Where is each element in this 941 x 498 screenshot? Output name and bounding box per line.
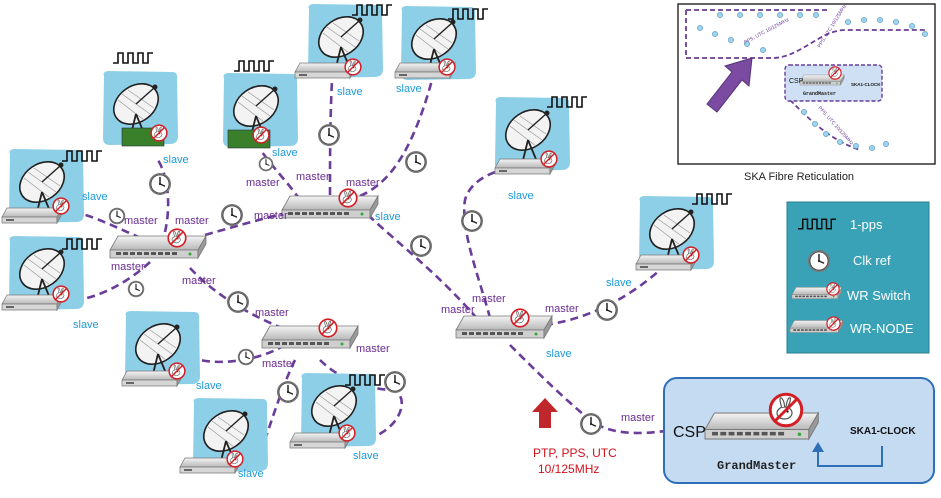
ptp-note-line2: 10/125MHz (538, 462, 599, 476)
master-label: master (175, 215, 209, 227)
slave-label: slave (196, 380, 222, 392)
link-sw2-sw4 (367, 214, 481, 323)
wr-switch-1 (109, 228, 207, 259)
legend-pps-label: 1-pps (850, 217, 883, 232)
antenna-node-right-2 (635, 193, 733, 271)
slave-label: slave (508, 190, 534, 202)
antenna-node-bottom-mid (179, 397, 269, 474)
antenna-node-pcb-left (102, 52, 179, 147)
legend-node-label: WR-NODE (850, 321, 914, 336)
master-label: master (545, 303, 579, 315)
gm-csp-label: CSP (673, 424, 706, 441)
antenna-node-right-1 (494, 96, 588, 175)
master-label: master (262, 358, 296, 370)
master-label: master (296, 171, 330, 183)
clock-icon (807, 249, 831, 273)
master-label: master (111, 261, 145, 273)
master-label: master (246, 177, 280, 189)
ptp-note-line1: PTP, PPS, UTC (533, 446, 617, 460)
inset-caption: SKA Fibre Reticulation (744, 171, 854, 183)
clock-icon (127, 280, 145, 298)
antenna-node-pcb-mid (222, 60, 299, 149)
clock-icon (317, 123, 341, 147)
master-label: master (124, 215, 158, 227)
clock-icon (108, 207, 126, 225)
antenna-node-bottom-right (289, 372, 386, 449)
master-label: master (472, 293, 506, 305)
clock-icon (276, 380, 300, 404)
slave-label: slave (546, 348, 572, 360)
slave-label: slave (353, 450, 379, 462)
clock-icon (460, 209, 484, 233)
clock-icon (148, 172, 172, 196)
link-sw1-sw2 (204, 208, 301, 237)
wr-switch-3 (261, 318, 359, 349)
inset-clock-label: SKA1-CLOCK (851, 82, 881, 87)
antenna-node-bottom-left (121, 310, 201, 387)
legend-clk-label: Clk ref (853, 253, 891, 268)
antenna-node-left-top (1, 148, 103, 224)
clock-icon (409, 234, 433, 258)
clock-icon (220, 203, 244, 227)
antenna-node-left-bottom (1, 235, 103, 311)
legend-switch-label: WR Switch (847, 288, 911, 303)
ptp-arrow (532, 398, 558, 428)
clock-icon (237, 348, 255, 366)
clock-icon (579, 412, 603, 436)
slave-label: slave (238, 468, 264, 480)
gm-title-label: GrandMaster (717, 459, 796, 473)
master-label: master (254, 210, 288, 222)
role-labels: slave slave slave slave slave slave slav… (73, 83, 655, 480)
legend-panel: 1-pps Clk ref WR Switch WR-NODE (786, 201, 930, 354)
master-label: master (182, 275, 216, 287)
clock-icon (383, 370, 407, 394)
slave-label: slave (272, 147, 298, 159)
clock-icon (226, 290, 250, 314)
slave-label: slave (82, 191, 108, 203)
slave-label: slave (375, 211, 401, 223)
slave-label: slave (337, 86, 363, 98)
antenna-node-top-1 (294, 3, 393, 79)
slave-label: slave (396, 83, 422, 95)
clock-icon (404, 150, 428, 174)
master-label: master (621, 412, 655, 424)
master-label: master (255, 307, 289, 319)
master-label: master (346, 177, 380, 189)
inset-arrow (706, 57, 753, 113)
slave-label: slave (606, 277, 632, 289)
link-sw4-ant-right1 (462, 166, 513, 319)
slave-label: slave (73, 319, 99, 331)
inset-gm-label: GrandMaster (803, 91, 836, 97)
clock-icon (595, 298, 619, 322)
inset-csp-label: CSP (789, 78, 804, 85)
grandmaster-panel: CSP GrandMaster SKA1-CLOCK (663, 377, 935, 484)
master-label: master (356, 343, 390, 355)
gm-clock-label: SKA1-CLOCK (850, 426, 916, 437)
link-sw1-ant-pcb (156, 159, 170, 233)
inset-panel: PPS, UTC 10/125MHz PPS, UTC 10/125MHz PP… (677, 3, 936, 165)
master-label: master (441, 304, 475, 316)
antenna-node-top-2 (394, 5, 489, 81)
slave-label: slave (163, 154, 189, 166)
